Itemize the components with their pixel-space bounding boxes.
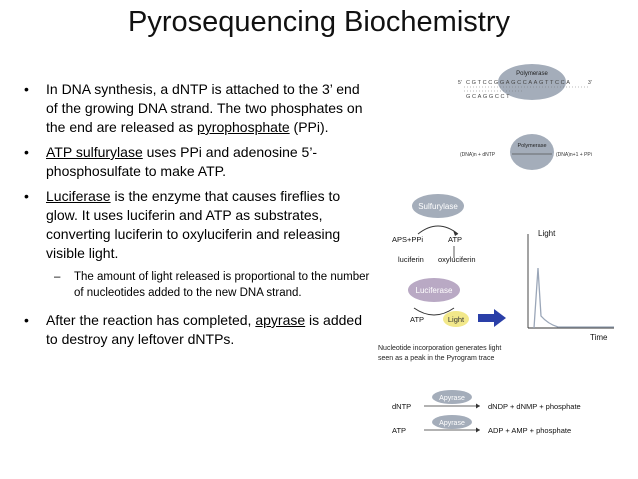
luciferase-enzyme	[408, 278, 460, 302]
apyrase-r2-right: ADP + AMP + phosphate	[488, 426, 571, 435]
pyrogram-caption-2: seen as a peak in the Pyrogram trace	[378, 355, 494, 362]
sulfurylase-enzyme	[412, 194, 464, 218]
pyrogram-y-label: Light	[538, 229, 556, 238]
bullet-dot: •	[24, 312, 29, 328]
bullet-atp-sulfurylase: • ATP sulfurylase uses PPi and adenosine…	[24, 144, 318, 179]
bullet-dot: •	[24, 144, 29, 160]
slide-title: Pyrosequencing Biochemistry	[127, 6, 510, 38]
three-prime-label: 3'	[588, 80, 592, 86]
primer-sequence: GCAGGCCT	[466, 94, 511, 100]
bullet-dna-synthesis: • In DNA synthesis, a dNTP is attached t…	[24, 81, 363, 135]
term-apyrase: apyrase	[255, 312, 306, 328]
aps-ppi-label: APS+PPi	[392, 235, 423, 244]
sulfurylase-arrow	[417, 225, 459, 235]
oxyluciferin-label: oxyluciferin	[438, 255, 476, 264]
polymerase-label-top: Polymerase	[516, 71, 548, 77]
luciferase-arrow	[413, 307, 455, 316]
term-luciferase: Luciferase	[46, 188, 111, 204]
polymerase-label-bottom: Polymerase	[517, 143, 546, 149]
light-product-label: Light	[448, 315, 465, 324]
polymerase-figure: Polymerase 5' 3' CGTCCGGAGCCAAGTTCCA GCA…	[458, 64, 592, 170]
apyrase-r1-right: dNDP + dNMP + phosphate	[488, 402, 581, 411]
term-atp-sulfurylase: ATP sulfurylase	[46, 144, 143, 160]
light-blob	[443, 311, 469, 327]
apyrase-r1-arrowhead	[476, 403, 480, 409]
atp-top-label: ATP	[448, 235, 462, 244]
blue-arrow	[478, 309, 506, 327]
luciferase-label: Luciferase	[416, 286, 453, 295]
apyrase-r2-arrowhead	[476, 427, 480, 433]
apyrase-r2-left: ATP	[392, 426, 406, 435]
bullet-list: • In DNA synthesis, a dNTP is attached t…	[22, 80, 374, 355]
luciferin-label: luciferin	[398, 255, 424, 264]
apyrase-label-2: Apyrase	[439, 420, 465, 427]
template-sequence: CGTCCGGAGCCAAGTTCCA	[466, 80, 572, 86]
sulfurylase-label: Sulfurylase	[418, 202, 458, 211]
bullet-dot: •	[24, 188, 29, 204]
polymerase-enzyme-bottom	[510, 134, 554, 170]
sulfurylase-arrowhead	[453, 230, 458, 236]
sub-bullet-light-proportional: – The amount of light released is propor…	[54, 271, 370, 299]
apyrase-r1-left: dNTP	[392, 402, 411, 411]
bullet-luciferase: • Luciferase is the enzyme that causes f…	[24, 188, 341, 261]
bullet-apyrase: • After the reaction has completed, apyr…	[24, 312, 362, 347]
five-prime-label: 5'	[458, 80, 462, 86]
bullet-dot: •	[24, 81, 29, 97]
apyrase-enzyme-1	[432, 390, 472, 404]
luciferase-figure: Sulfurylase APS+PPi ATP luciferin oxyluc…	[378, 194, 614, 362]
sub-bullet-dash: –	[54, 271, 61, 283]
reaction-left: (DNA)n + dNTP	[460, 152, 496, 158]
reaction-right: (DNA)n+1 + PPi	[556, 152, 592, 158]
pyrogram-peak	[533, 267, 614, 329]
apyrase-enzyme-2	[432, 415, 472, 429]
pyrogram-x-label: Time	[590, 333, 608, 342]
apyrase-label-1: Apyrase	[439, 395, 465, 402]
term-pyrophosphate: pyrophosphate	[197, 119, 290, 135]
atp-bottom-label: ATP	[410, 315, 424, 324]
apyrase-figure: Apyrase dNTP dNDP + dNMP + phosphate Apy…	[392, 390, 581, 435]
pyrogram-caption-1: Nucleotide incorporation generates light	[378, 345, 501, 352]
